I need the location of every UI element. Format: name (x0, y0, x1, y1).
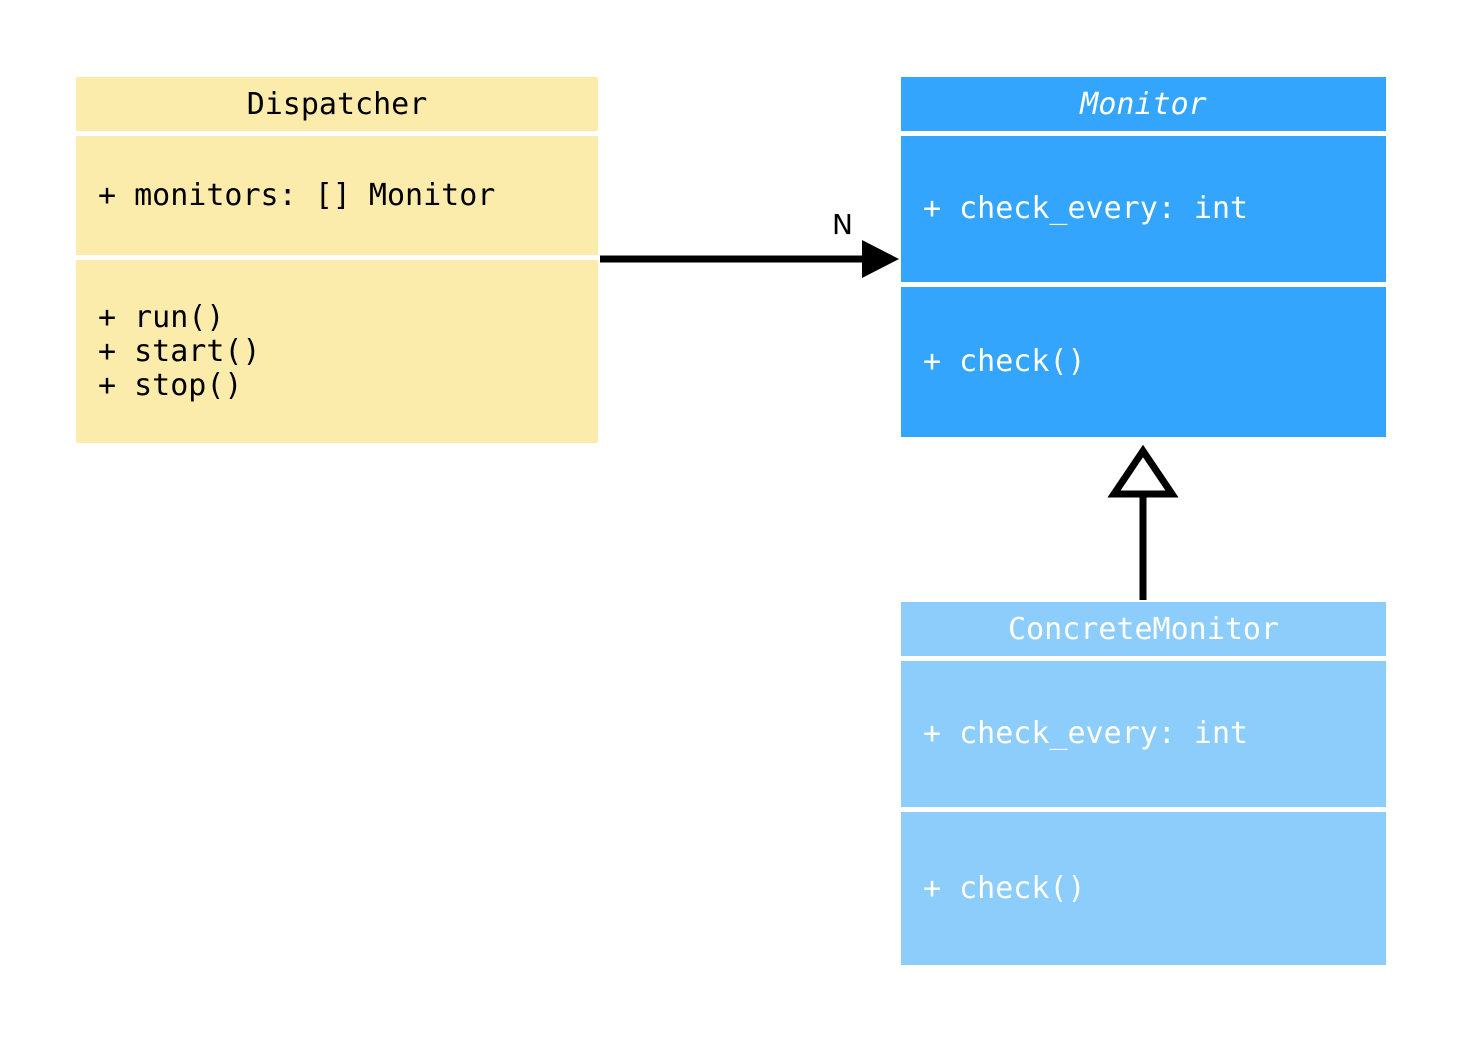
method-row: + stop() (98, 367, 243, 403)
class-methods-dispatcher: + run() + start() + stop() (76, 260, 598, 443)
attribute-row: + monitors: [] Monitor (98, 177, 496, 213)
class-title-monitor: Monitor (901, 77, 1386, 131)
association-multiplicity-label: N (832, 208, 853, 241)
class-title-concretemonitor: ConcreteMonitor (901, 602, 1386, 656)
class-attributes-dispatcher: + monitors: [] Monitor (76, 136, 598, 255)
class-title-dispatcher: Dispatcher (76, 77, 598, 131)
method-row: + check() (923, 344, 1086, 379)
attribute-row: + check_every: int (923, 716, 1249, 751)
generalization-concretemonitor-monitor (1107, 444, 1179, 600)
uml-class-concretemonitor[interactable]: ConcreteMonitor + check_every: int + che… (901, 602, 1386, 965)
method-row: + run() (98, 299, 225, 335)
attribute-row: + check_every: int (923, 191, 1249, 226)
method-row: + check() (923, 870, 1086, 906)
class-methods-monitor: + check() (901, 287, 1386, 437)
uml-class-dispatcher[interactable]: Dispatcher + monitors: [] Monitor + run(… (76, 77, 598, 443)
method-row: + start() (98, 333, 261, 369)
hollow-triangle-arrowhead-icon (1107, 444, 1179, 498)
association-dispatcher-monitor (600, 240, 899, 278)
class-attributes-concretemonitor: + check_every: int (901, 661, 1386, 807)
uml-class-monitor[interactable]: Monitor + check_every: int + check() (901, 77, 1386, 437)
filled-triangle-arrowhead-icon (862, 240, 899, 278)
class-attributes-monitor: + check_every: int (901, 136, 1386, 282)
class-methods-concretemonitor: + check() (901, 812, 1386, 965)
